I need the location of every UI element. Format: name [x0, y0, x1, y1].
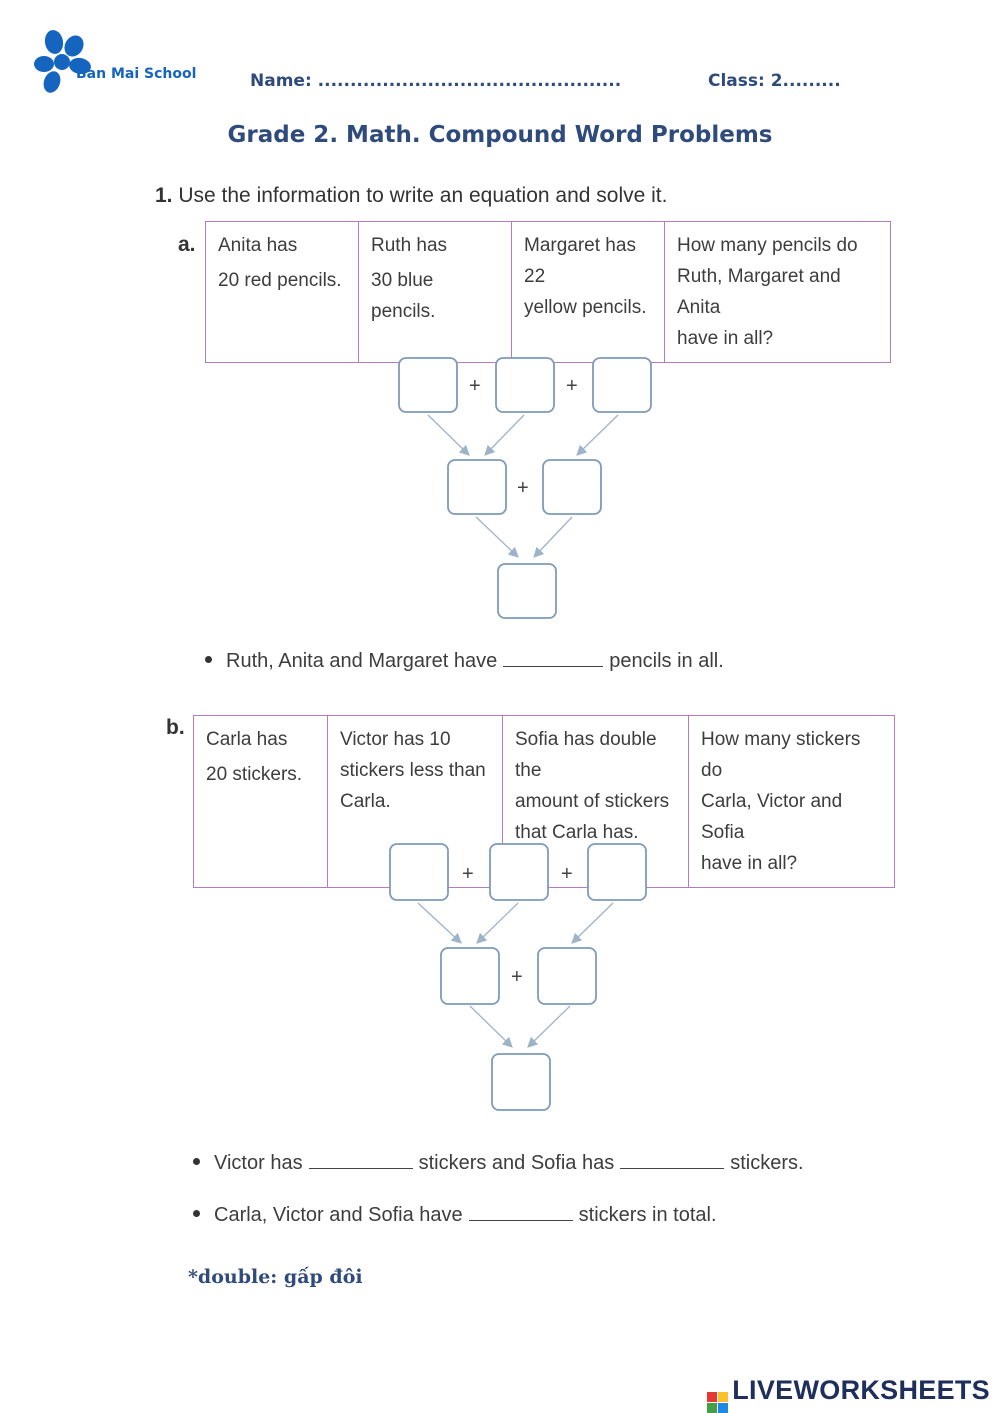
part-a-answer-sentence: Ruth, Anita and Margaret have pencils in …: [205, 650, 724, 673]
answer-box-4[interactable]: [440, 947, 500, 1005]
cell-line: stickers less than: [340, 760, 486, 781]
flower-logo-icon: [34, 30, 91, 93]
answer-box-total[interactable]: [497, 563, 557, 619]
bullet-dot: [193, 1210, 200, 1218]
info-cell-anita: Anita has 20 red pencils.: [205, 221, 359, 363]
sentence-text: stickers.: [730, 1152, 804, 1174]
answer-blank-victor[interactable]: [308, 1167, 413, 1169]
part-b-addition-diagram: + + +: [389, 843, 647, 1111]
cell-line: amount of stickers: [515, 791, 670, 812]
arrow-line: [576, 414, 619, 456]
cell-line: Victor has 10: [340, 729, 451, 750]
sentence-text: pencils in all.: [609, 650, 724, 672]
answer-box-total[interactable]: [491, 1053, 551, 1111]
cell-line: 30 blue pencils.: [371, 270, 436, 322]
arrow-line: [475, 516, 519, 558]
page-title: Grade 2. Math. Compound Word Problems: [227, 122, 773, 148]
sentence-text: stickers in total.: [578, 1204, 717, 1226]
name-field[interactable]: Name: ..................................…: [250, 71, 622, 91]
school-logo: Ban Mai School: [32, 28, 202, 98]
info-cell-ruth: Ruth has 30 blue pencils.: [358, 221, 512, 363]
cell-line: Carla, Victor and Sofia: [701, 791, 843, 843]
answer-box-4[interactable]: [447, 459, 507, 515]
sentence-text: Ruth, Anita and Margaret have: [226, 650, 498, 672]
arrow-line: [417, 902, 462, 944]
cell-line: yellow pencils.: [524, 297, 647, 318]
part-b-answer-sentence-1: Victor has stickers and Sofia has stickers…: [193, 1152, 804, 1175]
answer-box-5[interactable]: [537, 947, 597, 1005]
info-cell-question: How many stickers do Carla, Victor and S…: [688, 715, 895, 888]
plus-sign: +: [511, 966, 523, 988]
cell-line: 20 stickers.: [206, 764, 303, 785]
cell-line: have in all?: [701, 853, 798, 874]
vocabulary-note: *double: gấp đôi: [188, 1266, 363, 1288]
plus-sign: +: [566, 375, 578, 397]
cell-line: Ruth has: [371, 235, 448, 256]
cell-line: that Carla has.: [515, 822, 639, 843]
cell-line: How many pencils do: [677, 235, 858, 256]
info-cell-question: How many pencils do Ruth, Margaret and A…: [664, 221, 891, 363]
arrow-line: [427, 414, 470, 456]
bullet-dot: [205, 656, 212, 664]
class-field[interactable]: Class: 2.........: [708, 71, 841, 91]
answer-blank[interactable]: [503, 665, 604, 667]
answer-box-3[interactable]: [587, 843, 647, 901]
school-name: Ban Mai School: [76, 66, 197, 82]
answer-box-1[interactable]: [398, 357, 458, 413]
arrow-line: [533, 516, 573, 558]
part-a-label: a.: [178, 233, 196, 256]
plus-sign: +: [462, 863, 474, 885]
plus-sign: +: [517, 477, 529, 499]
answer-box-3[interactable]: [592, 357, 652, 413]
answer-box-1[interactable]: [389, 843, 449, 901]
answer-box-2[interactable]: [489, 843, 549, 901]
answer-blank-sofia[interactable]: [620, 1167, 725, 1169]
liveworksheets-logo: LIVEWORKSHEETS: [707, 1375, 990, 1413]
info-cell-margaret: Margaret has 22 yellow pencils.: [511, 221, 665, 363]
cell-line: Anita has: [218, 235, 298, 256]
cell-line: Margaret has 22: [524, 235, 636, 287]
liveworksheets-icon: [707, 1392, 729, 1413]
part-b-label: b.: [166, 716, 185, 739]
part-b-answer-sentence-2: Carla, Victor and Sofia have stickers in …: [193, 1204, 717, 1227]
plus-sign: +: [469, 375, 481, 397]
cell-line: Carla has: [206, 729, 288, 750]
info-cell-carla: Carla has 20 stickers.: [193, 715, 328, 888]
arrow-line: [527, 1005, 571, 1048]
answer-box-2[interactable]: [495, 357, 555, 413]
plus-sign: +: [561, 863, 573, 885]
sentence-text: Carla, Victor and Sofia have: [214, 1204, 463, 1226]
cell-line: 20 red pencils.: [218, 270, 342, 291]
cell-line: have in all?: [677, 328, 774, 349]
sentence-text: stickers and Sofia has: [418, 1152, 615, 1174]
part-a-addition-diagram: + + +: [398, 357, 652, 619]
liveworksheets-wordmark: LIVEWORKSHEETS: [732, 1375, 990, 1405]
arrow-line: [469, 1005, 513, 1048]
arrow-line: [476, 902, 519, 944]
question-instruction: Use the information to write an equation…: [178, 184, 668, 207]
sentence-text: Victor has: [214, 1152, 303, 1174]
question-heading: 1. Use the information to write an equat…: [155, 184, 667, 208]
answer-blank-total[interactable]: [468, 1219, 573, 1221]
question-number: 1.: [155, 184, 173, 207]
arrow-line: [571, 902, 614, 944]
cell-line: Ruth, Margaret and Anita: [677, 266, 841, 318]
answer-box-5[interactable]: [542, 459, 602, 515]
cell-line: How many stickers do: [701, 729, 861, 781]
part-a-info-table: Anita has 20 red pencils. Ruth has 30 bl…: [205, 221, 891, 363]
arrow-line: [484, 414, 525, 456]
cell-line: Carla.: [340, 791, 391, 812]
cell-line: Sofia has double the: [515, 729, 657, 781]
bullet-dot: [193, 1158, 200, 1166]
